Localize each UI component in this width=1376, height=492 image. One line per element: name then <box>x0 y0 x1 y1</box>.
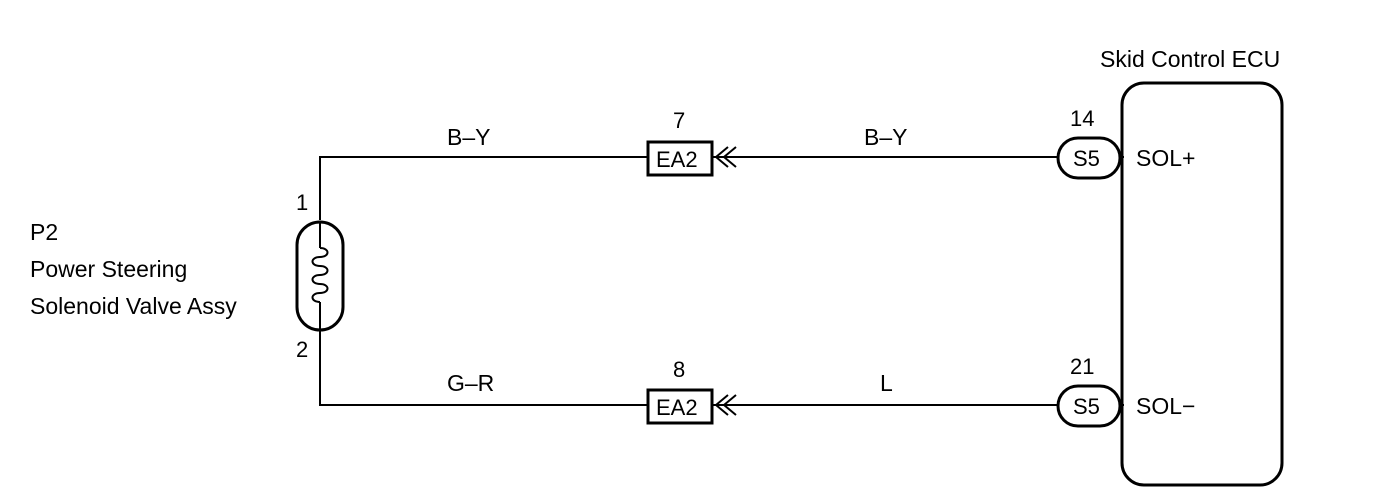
component-pin-1: 1 <box>296 190 308 215</box>
component-name-line2: Solenoid Valve Assy <box>30 293 237 319</box>
wire-label-bottom-right: L <box>880 370 893 396</box>
ecu-signal-top: SOL+ <box>1136 145 1195 171</box>
ecu-pin-bottom: 21 <box>1070 354 1094 379</box>
ecu-title: Skid Control ECU <box>1100 46 1280 72</box>
ecu-connector-label-top: S5 <box>1073 146 1100 171</box>
ecu-connector-bottom <box>1056 384 1122 428</box>
wire-label-top-left: B–Y <box>447 124 490 150</box>
ecu-pin-top: 14 <box>1070 106 1094 131</box>
component-name-line1: Power Steering <box>30 256 187 282</box>
junction-connector-label-top: EA2 <box>656 147 698 172</box>
connector-arrow-icon <box>714 146 737 168</box>
junction-pin-top: 7 <box>673 108 685 133</box>
solenoid-coil-icon <box>311 247 329 303</box>
junction-pin-bottom: 8 <box>673 357 685 382</box>
junction-connector-bottom <box>646 388 714 425</box>
wire-top-left <box>319 156 648 220</box>
wire-label-bottom-left: G–R <box>447 370 494 396</box>
ecu-box <box>1120 81 1284 487</box>
component-code: P2 <box>30 219 58 245</box>
ecu-connector-label-bottom: S5 <box>1073 394 1100 419</box>
junction-connector-label-bottom: EA2 <box>656 395 698 420</box>
component-pin-2: 2 <box>296 337 308 362</box>
wire-bottom-left <box>319 330 648 406</box>
connector-arrow-icon <box>714 394 737 416</box>
junction-connector-top <box>646 140 714 177</box>
ecu-connector-top <box>1056 136 1122 180</box>
ecu-signal-bottom: SOL− <box>1136 393 1195 419</box>
wire-label-top-right: B–Y <box>864 124 907 150</box>
